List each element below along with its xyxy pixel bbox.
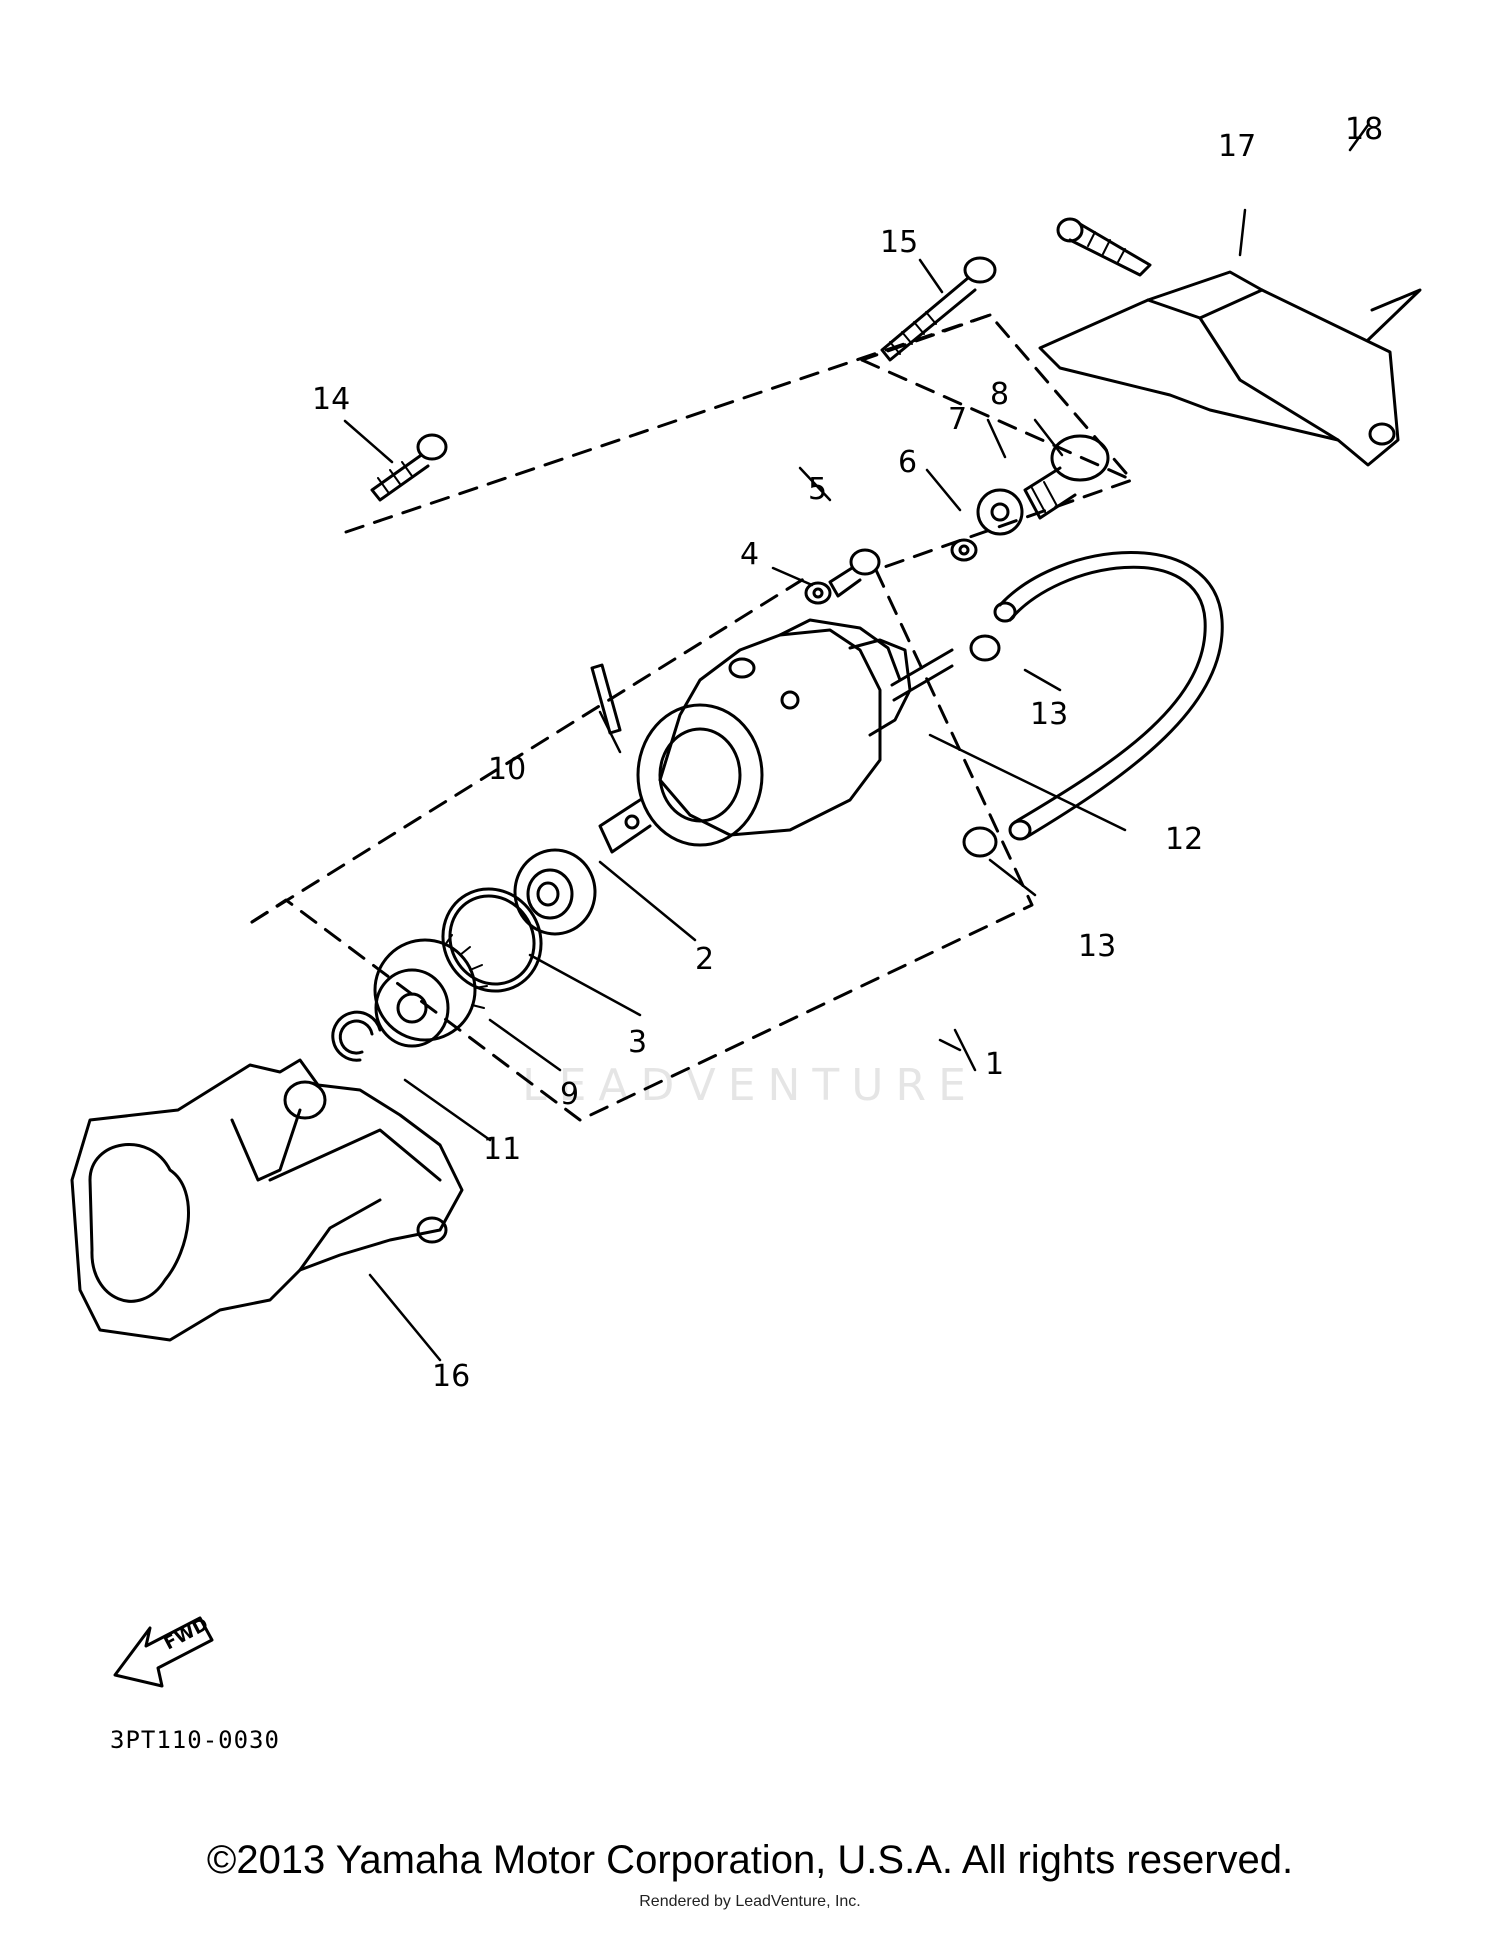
callout-11: 11 bbox=[483, 1132, 522, 1167]
bearing-2 bbox=[513, 848, 597, 936]
cover-16 bbox=[70, 1058, 464, 1342]
oil-pump bbox=[598, 618, 954, 854]
callout-3: 3 bbox=[628, 1025, 648, 1060]
callout-16: 16 bbox=[432, 1359, 471, 1394]
washer-4 bbox=[804, 581, 832, 605]
o-ring-3 bbox=[441, 887, 543, 993]
callout-9: 9 bbox=[560, 1077, 580, 1112]
bolt-8 bbox=[1023, 434, 1110, 520]
bolt-15 bbox=[880, 256, 997, 362]
leader-lines bbox=[343, 123, 1370, 1362]
cover-17 bbox=[1038, 270, 1422, 467]
bolt-14 bbox=[370, 433, 448, 502]
assembly-boundary bbox=[250, 313, 1134, 1122]
callout-6: 6 bbox=[898, 445, 918, 480]
washer-7 bbox=[976, 488, 1024, 536]
callout-13-upper: 13 bbox=[1030, 697, 1069, 732]
gear-9 bbox=[373, 934, 488, 1048]
screw-18 bbox=[1056, 217, 1152, 277]
copyright-notice: ©2013 Yamaha Motor Corporation, U.S.A. A… bbox=[206, 1838, 1294, 1882]
rendered-by-notice: Rendered by LeadVenture, Inc. bbox=[639, 1893, 861, 1910]
callout-2: 2 bbox=[695, 942, 715, 977]
callout-1: 1 bbox=[985, 1047, 1005, 1082]
callout-10: 10 bbox=[488, 752, 527, 787]
callout-15: 15 bbox=[880, 225, 919, 260]
watermark-text: LEADVENTURE bbox=[522, 1060, 978, 1111]
hose-12 bbox=[993, 551, 1224, 841]
callout-7: 7 bbox=[948, 402, 968, 437]
clamp-13-upper bbox=[969, 634, 1001, 662]
callout-17: 17 bbox=[1218, 129, 1257, 164]
washer-6 bbox=[950, 538, 978, 562]
fwd-label: FWD bbox=[160, 1614, 211, 1655]
fwd-arrow-icon bbox=[113, 1616, 214, 1688]
callout-5: 5 bbox=[808, 472, 828, 507]
callout-13-lower: 13 bbox=[1078, 929, 1117, 964]
circlip-11 bbox=[331, 1010, 382, 1062]
callout-18: 18 bbox=[1345, 112, 1384, 147]
screw-5 bbox=[828, 548, 881, 598]
part-code: 3PT110-0030 bbox=[110, 1726, 280, 1754]
callout-14: 14 bbox=[312, 382, 351, 417]
pin-10 bbox=[590, 663, 622, 735]
callout-4: 4 bbox=[740, 537, 760, 572]
callout-12: 12 bbox=[1165, 822, 1204, 857]
clamp-13-lower bbox=[962, 826, 998, 858]
callout-8: 8 bbox=[990, 377, 1010, 412]
